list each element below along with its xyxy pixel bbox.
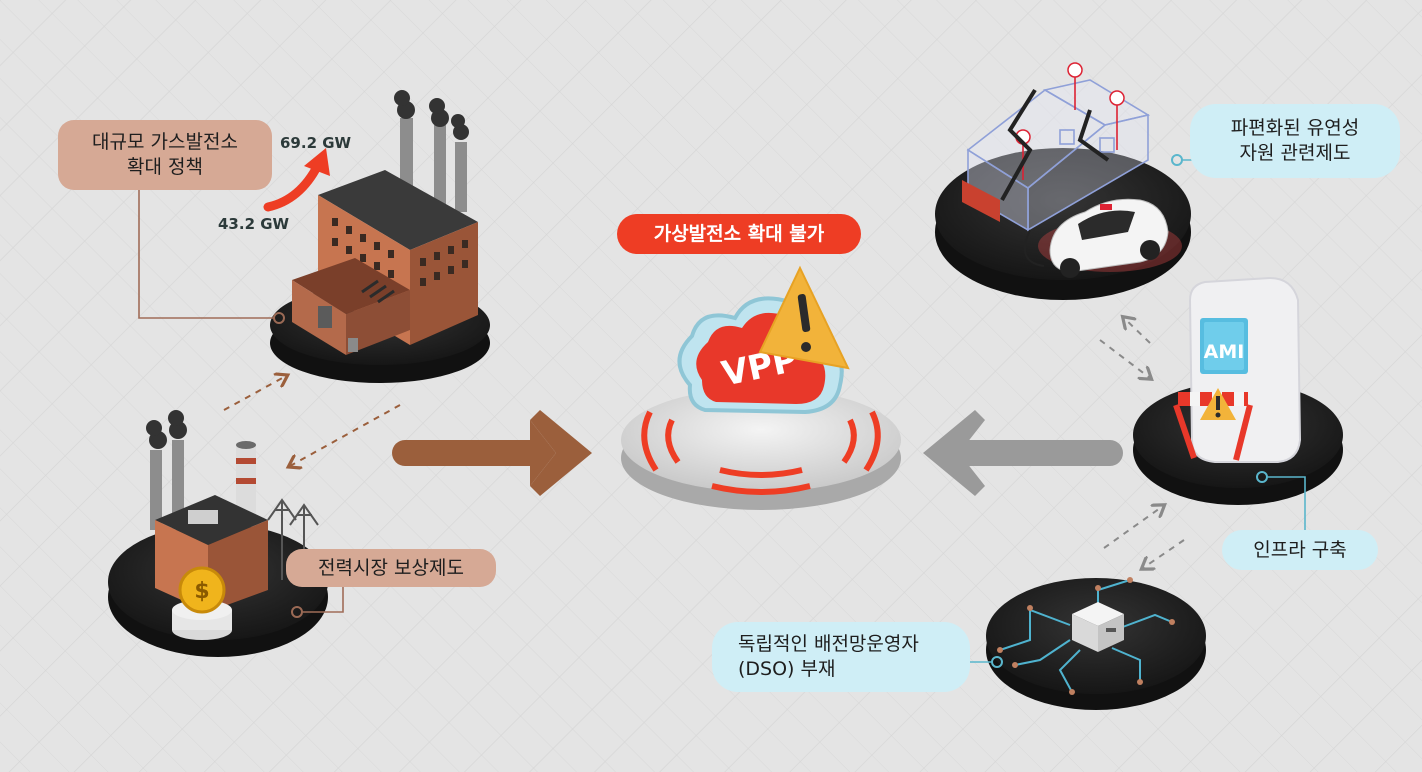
dso-label: 독립적인 배전망운영자 (DSO) 부재	[712, 622, 970, 692]
flex-resource-node	[935, 62, 1191, 300]
signal-waves	[641, 397, 881, 495]
infra-label: 인프라 구축	[1222, 530, 1378, 570]
infra-connector	[1268, 476, 1306, 538]
gas-policy-label: 대규모 가스발전소 확대 정책	[58, 120, 272, 190]
dso-node	[986, 577, 1206, 710]
gray-arrow-left	[923, 410, 1123, 496]
gas-policy-line-1: 대규모 가스발전소	[92, 131, 238, 153]
market-connector	[303, 585, 344, 613]
flex-resource-line-2: 자원 관련제도	[1239, 142, 1351, 164]
flex-resource-label: 파편화된 유연성 자원 관련제도	[1190, 104, 1400, 178]
house-icon	[966, 70, 1151, 232]
dso-line-1: 독립적인 배전망운영자	[738, 633, 919, 655]
dso-line-2: (DSO) 부재	[738, 658, 836, 680]
infra-node: AMI	[1133, 276, 1343, 505]
vpp-unavailable-banner: 가상발전소 확대 불가	[617, 214, 861, 254]
brown-arrow-right	[392, 410, 592, 496]
dashed-arrow-house-out	[1099, 339, 1150, 378]
svg-text:$: $	[194, 579, 209, 604]
capacity-growth-arrow	[263, 160, 323, 212]
car-icon	[1038, 198, 1182, 278]
ami-label: AMI	[1204, 341, 1245, 363]
capacity-arrow-head	[304, 148, 330, 176]
gas-plant-node	[270, 90, 490, 383]
barrier-icon	[1173, 388, 1253, 461]
dashed-arrow-dso-up	[1103, 506, 1163, 549]
coin-icon: $	[172, 566, 232, 640]
chip-icon	[1072, 602, 1124, 652]
warning-icon	[758, 265, 850, 370]
gas-policy-line-2: 확대 정책	[127, 156, 203, 178]
factory-icon	[292, 90, 478, 355]
power-plant-icon: $	[146, 410, 319, 640]
flex-resource-line-1: 파편화된 유연성	[1230, 117, 1360, 139]
market-compensation-label: 전력시장 보상제도	[286, 549, 496, 587]
gas-policy-connector	[138, 185, 274, 319]
dashed-arrow-dso-down	[1143, 539, 1185, 568]
capacity-to-value: 69.2 GW	[280, 134, 352, 152]
capacity-from-value: 43.2 GW	[218, 215, 290, 233]
dashed-arrow-down-left	[290, 404, 401, 466]
market-plant-node: $	[108, 410, 328, 657]
vpp-center-node: VPP	[621, 265, 901, 510]
